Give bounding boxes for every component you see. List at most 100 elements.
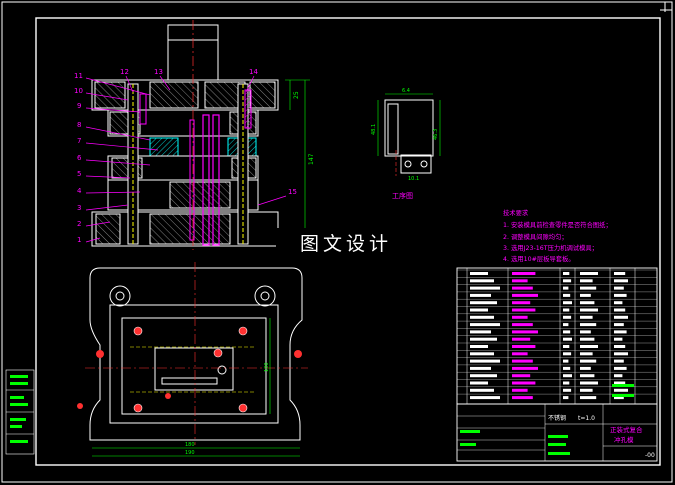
callout-label: 7	[77, 137, 81, 145]
parts-list-cell	[580, 315, 593, 319]
parts-list-cell	[614, 323, 624, 327]
parts-list-cell	[563, 381, 570, 385]
dim-height-total: 147	[308, 153, 315, 165]
parts-list-cell	[512, 366, 538, 370]
parts-list-cell	[470, 323, 500, 327]
parts-list-cell	[512, 279, 528, 283]
parts-list-cell	[614, 301, 623, 305]
parts-list-cell	[614, 359, 624, 363]
parts-list-cell	[580, 388, 593, 392]
part-dim-c: 6.4	[402, 88, 410, 94]
parts-list-cell	[470, 279, 494, 283]
callout-left-labels: 11 10 9 8 7 6 5 4 3 2 1 12 13 14 15	[74, 68, 297, 244]
parts-list-cell	[614, 381, 626, 385]
callout-label: 11	[74, 72, 83, 80]
parts-list-cell	[580, 366, 591, 370]
parts-list-cell	[563, 272, 570, 275]
part-drawing	[377, 93, 441, 176]
dim-height-top: 25	[293, 91, 300, 99]
parts-list-cell	[470, 366, 491, 370]
parts-list-cell	[580, 352, 593, 356]
tech-requirement-line: 4. 选用10#层板导套板。	[503, 254, 575, 263]
parts-list-cell	[580, 286, 597, 290]
callout-label: 15	[288, 188, 297, 196]
parts-list-cell	[470, 396, 500, 400]
parts-list-cell	[563, 330, 571, 334]
parts-list-cell	[580, 381, 598, 385]
parts-list-cell	[470, 388, 494, 392]
parts-list-cell	[580, 308, 598, 312]
parts-list-cell	[563, 359, 569, 363]
tech-requirement-line: 3. 选用J23-16T压力机调试模具；	[503, 243, 598, 252]
title-block-name-line1: 正装式复合	[610, 425, 643, 434]
parts-list-cell	[563, 352, 572, 356]
parts-list-cell	[563, 366, 571, 370]
callout-label: 5	[77, 170, 81, 178]
parts-list-cell	[563, 337, 572, 341]
parts-list-cell	[512, 396, 533, 400]
parts-list-cell	[580, 279, 593, 283]
dim-plan-width-outer: 190	[185, 450, 195, 456]
parts-list-cell	[614, 374, 623, 378]
parts-list-cell	[580, 345, 598, 348]
parts-list-cell	[614, 388, 628, 392]
watermark-text: 图文设计	[276, 228, 416, 260]
parts-list-cell	[614, 330, 627, 334]
part-dim-b: 46.3	[433, 129, 439, 140]
parts-list-cell	[614, 293, 627, 297]
parts-list-cell	[614, 352, 628, 356]
parts-list-cell	[512, 323, 533, 327]
parts-list-cell	[512, 337, 531, 341]
parts-list-cell	[470, 272, 488, 275]
parts-list	[456, 267, 658, 405]
parts-list-cell	[470, 337, 497, 341]
title-block-material: 不锈钢	[548, 414, 566, 422]
title-block-name-line2: 冲孔模	[614, 435, 634, 444]
parts-list-cell	[563, 293, 571, 297]
part-dim-d: 10.1	[408, 176, 419, 182]
callout-label: 1	[77, 236, 81, 244]
parts-list-cell	[512, 345, 536, 348]
title-block-thickness: t=1.0	[578, 415, 595, 422]
section-view	[91, 20, 279, 250]
parts-list-cell	[470, 359, 500, 363]
parts-list-cell	[563, 315, 572, 319]
parts-list-cell	[512, 374, 531, 378]
parts-list-cell	[512, 308, 536, 312]
parts-list-cell	[512, 301, 531, 305]
callout-label: 6	[77, 154, 82, 162]
title-block-code: -00	[645, 452, 655, 459]
parts-list-cell	[470, 374, 497, 378]
parts-list-cell	[512, 272, 536, 275]
parts-list-cell	[614, 308, 626, 312]
parts-list-cell	[470, 330, 491, 334]
parts-list-cell	[614, 366, 627, 370]
parts-list-cell	[580, 396, 597, 400]
parts-list-cell	[563, 374, 572, 378]
parts-list-cell	[563, 388, 572, 392]
tech-requirement-line: 1. 安装模具前检查零件是否符合图纸；	[503, 220, 612, 229]
parts-list-cell	[470, 345, 488, 348]
parts-list-cell	[512, 293, 538, 297]
parts-list-cell	[512, 388, 528, 392]
parts-list-cell	[614, 315, 628, 319]
dim-plan-height: 100	[264, 362, 270, 372]
parts-list-cell	[563, 301, 572, 305]
callout-label: 2	[77, 220, 81, 228]
parts-list-cell	[470, 286, 500, 290]
parts-list-cell	[614, 279, 628, 283]
parts-list-cell	[580, 374, 595, 378]
parts-list-cell	[580, 301, 595, 305]
title-block	[456, 384, 658, 462]
parts-list-cell	[470, 308, 488, 312]
callout-label: 3	[77, 204, 81, 212]
parts-list-cell	[512, 352, 528, 356]
parts-list-cell	[470, 293, 491, 297]
parts-list-cell	[580, 323, 597, 327]
parts-list-cell	[512, 330, 538, 334]
parts-list-cell	[580, 293, 591, 297]
parts-list-cell	[614, 272, 626, 275]
parts-list-cell	[563, 323, 569, 327]
part-dim-a: 48.1	[371, 124, 377, 135]
